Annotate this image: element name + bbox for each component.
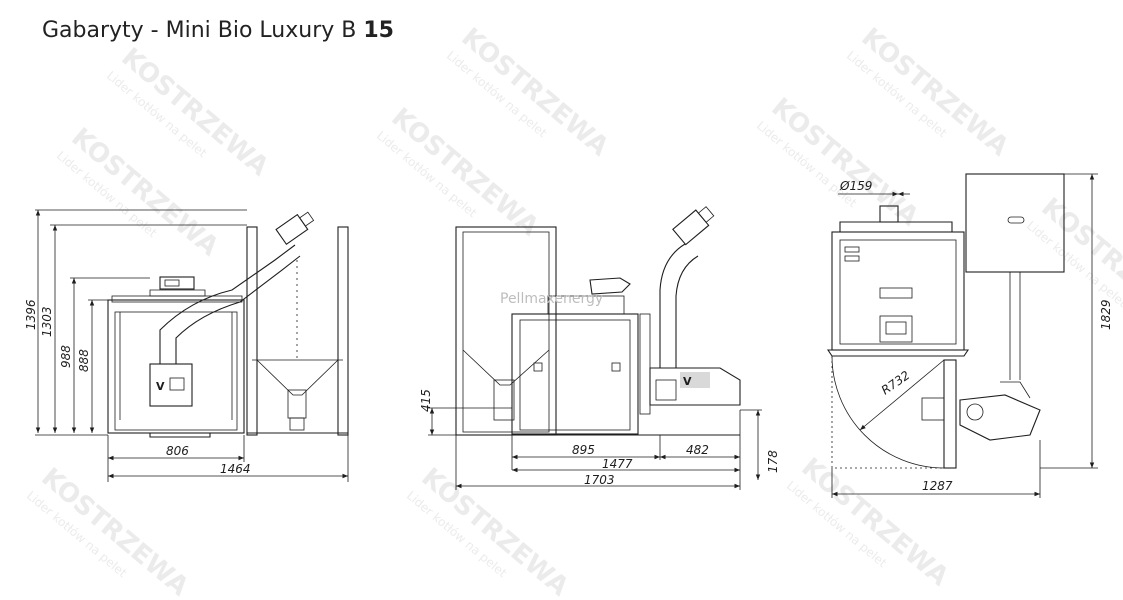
top-diameter: Ø159 — [839, 179, 872, 193]
watermark-brand: KOSTRZEWA — [36, 462, 195, 600]
front-height-888: 888 — [77, 349, 91, 372]
title-prefix: Gabaryty - Mini Bio Luxury B — [42, 18, 357, 43]
front-height-1396: 1396 — [24, 299, 38, 330]
watermark-brand: KOSTRZEWA — [856, 22, 1015, 162]
watermark-brand: KOSTRZEWA — [766, 92, 925, 232]
svg-text:V: V — [683, 375, 692, 388]
svg-text:V: V — [156, 380, 165, 393]
top-view: R732 Ø159 1829 1287 — [826, 173, 1113, 498]
side-width-1703: 1703 — [584, 473, 615, 487]
watermark-brand: KOSTRZEWA — [456, 22, 615, 162]
front-width-1464: 1464 — [220, 462, 251, 476]
top-radius: R732 — [879, 368, 913, 397]
page-title: Gabaryty - Mini Bio Luxury B 15 — [42, 18, 394, 43]
watermark-site: Pellmaxenergy — [500, 291, 603, 307]
watermark-brand: KOSTRZEWA — [386, 102, 545, 242]
side-width-1477: 1477 — [602, 457, 633, 471]
side-width-895: 895 — [572, 443, 595, 457]
front-width-806: 806 — [166, 444, 189, 458]
side-height-178: 178 — [766, 450, 780, 473]
top-width-1287: 1287 — [922, 479, 953, 493]
side-height-415: 415 — [419, 389, 433, 412]
watermark-brand: KOSTRZEWA — [796, 452, 955, 592]
side-view: V Pellmaxenergy 415 895 482 1477 1703 17… — [419, 206, 780, 490]
front-height-1303: 1303 — [40, 306, 54, 337]
title-number: 15 — [363, 18, 394, 43]
side-width-482: 482 — [686, 443, 709, 457]
watermark-brand: KOSTRZEWA — [116, 42, 275, 182]
top-height-1829: 1829 — [1099, 299, 1113, 330]
front-view: V 1396 1303 988 888 806 — [24, 209, 349, 482]
watermark-brand: KOSTRZEWA — [416, 462, 575, 600]
front-height-988: 988 — [59, 345, 73, 368]
